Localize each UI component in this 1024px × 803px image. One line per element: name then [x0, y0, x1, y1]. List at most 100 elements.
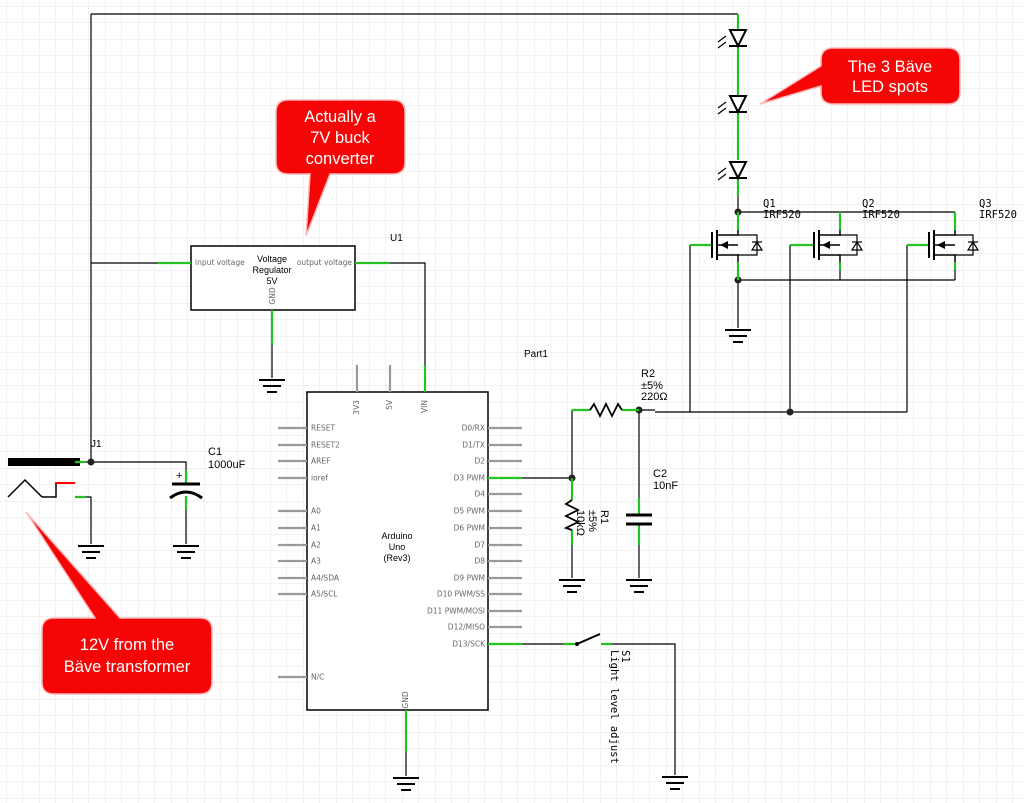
callout-buck-line-3: converter	[306, 150, 375, 168]
q3-mosfet[interactable]: Q3 IRF520	[907, 198, 1017, 270]
r1-tol: ±5%	[586, 510, 598, 532]
c1-plus: +	[176, 470, 182, 482]
r2-resistor[interactable]: R2 ±5% 220Ω	[572, 368, 668, 419]
q3-ref: Q3	[979, 198, 992, 210]
callout-transformer-line-1: 12V from the	[80, 636, 174, 654]
ground-icon	[559, 579, 585, 593]
ground-symbols	[78, 329, 751, 791]
arduino-left-pin-label: AREF	[311, 457, 330, 466]
arduino-pin-5v: 5V	[385, 399, 394, 410]
r2-ref: R2	[641, 368, 655, 380]
q2-ref: Q2	[862, 198, 875, 210]
q3-part: IRF520	[979, 209, 1017, 221]
arduino-left-pin-label: A3	[311, 557, 321, 566]
u1-ref: U1	[390, 233, 403, 244]
arduino-title-line-2: Uno	[389, 542, 406, 552]
arduino-left-pin-label: N/C	[311, 673, 324, 682]
arduino-part-label: Part1	[524, 349, 548, 360]
arduino-uno[interactable]: 3V3 5V VIN GND Arduino Uno (Rev3) RESET R…	[278, 349, 548, 752]
arduino-left-pin-label: A5/SCL	[311, 590, 338, 599]
ground-icon	[725, 329, 751, 343]
ground-icon	[259, 379, 285, 393]
arduino-right-pin-label: D4	[474, 490, 485, 499]
arduino-pin-gnd: GND	[401, 691, 410, 708]
c1-ref: C1	[208, 446, 222, 458]
wire-gate-bus	[655, 245, 908, 413]
arduino-right-pin-label: D7	[474, 541, 485, 550]
ground-icon	[78, 545, 104, 559]
wire-switch-ground	[612, 643, 676, 775]
arduino-left-pin-label: A0	[311, 507, 321, 516]
u1-title-line-2: Regulator	[252, 265, 291, 275]
u1-pin-input: input voltage	[195, 258, 245, 267]
arduino-left-pins: RESETRESET2AREFiorefA0A1A2A3A4/SDAA5/SCL…	[278, 424, 340, 682]
r2-tol: ±5%	[641, 380, 663, 392]
arduino-right-pin-label: D3 PWM	[454, 474, 485, 483]
arduino-right-pin-label: D13/SCK	[452, 640, 486, 649]
ground-icon	[626, 579, 652, 593]
callout-buck-line-1: Actually a	[304, 108, 376, 126]
q1-part: IRF520	[763, 209, 801, 221]
s1-ref: S1	[619, 650, 631, 663]
arduino-pin-3v3: 3V3	[352, 400, 361, 415]
q1-ref: Q1	[763, 198, 776, 210]
c1-capacitor[interactable]: + C1 1000uF	[169, 446, 246, 510]
ground-icon	[173, 545, 199, 559]
junction-dot	[87, 458, 95, 466]
arduino-right-pin-label: D9 PWM	[454, 574, 485, 583]
j1-power-jack[interactable]: J1	[7, 439, 102, 499]
c2-capacitor[interactable]: C2 10nF	[626, 468, 678, 545]
r1-resistor[interactable]: R1 ±5% 10kΩ	[563, 478, 610, 545]
arduino-left-pin-label: A4/SDA	[311, 574, 340, 583]
led-string	[717, 14, 748, 196]
callout-led-spots: The 3 Bäve LED spots	[759, 47, 961, 105]
wire-sources	[737, 270, 956, 328]
r1-value: 10kΩ	[574, 510, 586, 536]
u1-title-line-1: Voltage	[257, 254, 287, 264]
callout-buck-converter: Actually a 7V buck converter	[275, 99, 406, 237]
u1-voltage-regulator[interactable]: Voltage Regulator 5V input voltage outpu…	[158, 233, 403, 345]
arduino-pin-vin: VIN	[420, 400, 429, 413]
r2-value: 220Ω	[641, 391, 668, 403]
callout-transformer-line-2: Bäve transformer	[64, 658, 191, 676]
s1-switch[interactable]: S1 Light level adjust	[564, 633, 631, 764]
arduino-left-pin-label: A2	[311, 541, 321, 550]
led-icon[interactable]	[717, 161, 748, 181]
callout-led-line-2: LED spots	[852, 78, 928, 96]
junction-dot	[786, 408, 794, 416]
callout-buck-line-2: 7V buck	[310, 129, 370, 147]
arduino-title-line-3: (Rev3)	[383, 553, 410, 563]
wire-u1-output-to-vin	[390, 262, 426, 392]
u1-pin-output: output voltage	[297, 258, 353, 267]
arduino-right-pin-label: D5 PWM	[454, 507, 485, 516]
wire-12v-rail	[90, 13, 738, 462]
arduino-left-pin-label: RESET2	[311, 441, 340, 450]
s1-label: Light level adjust	[608, 650, 620, 764]
ground-icon	[393, 777, 419, 791]
arduino-right-pin-label: D0/RX	[462, 424, 485, 433]
arduino-right-pin-label: D10 PWM/SS	[437, 590, 485, 599]
arduino-right-pin-label: D6 PWM	[454, 524, 485, 533]
arduino-right-pin-label: D2	[474, 457, 485, 466]
callout-transformer: 12V from the Bäve transformer	[25, 511, 213, 695]
callout-led-line-1: The 3 Bäve	[848, 58, 932, 76]
c2-ref: C2	[653, 468, 667, 480]
arduino-right-pin-label: D1/TX	[462, 441, 485, 450]
ground-icon	[662, 776, 688, 790]
led-icon[interactable]	[717, 29, 748, 49]
q1-mosfet[interactable]: Q1 IRF520	[690, 198, 801, 280]
arduino-title-line-1: Arduino	[381, 531, 412, 541]
wire-j1-to-c1	[80, 461, 187, 470]
q2-mosfet[interactable]: Q2 IRF520	[790, 198, 900, 270]
arduino-right-pin-label: D12/MISO	[448, 623, 485, 632]
arduino-left-pin-label: ioref	[311, 474, 328, 483]
u1-pin-gnd: GND	[268, 287, 277, 304]
c1-value: 1000uF	[208, 459, 246, 471]
c2-value: 10nF	[653, 480, 678, 492]
arduino-left-pin-label: RESET	[311, 424, 335, 433]
r1-ref: R1	[598, 510, 610, 524]
arduino-right-pin-label: D11 PWM/MOSI	[427, 607, 485, 616]
led-icon[interactable]	[717, 95, 748, 115]
